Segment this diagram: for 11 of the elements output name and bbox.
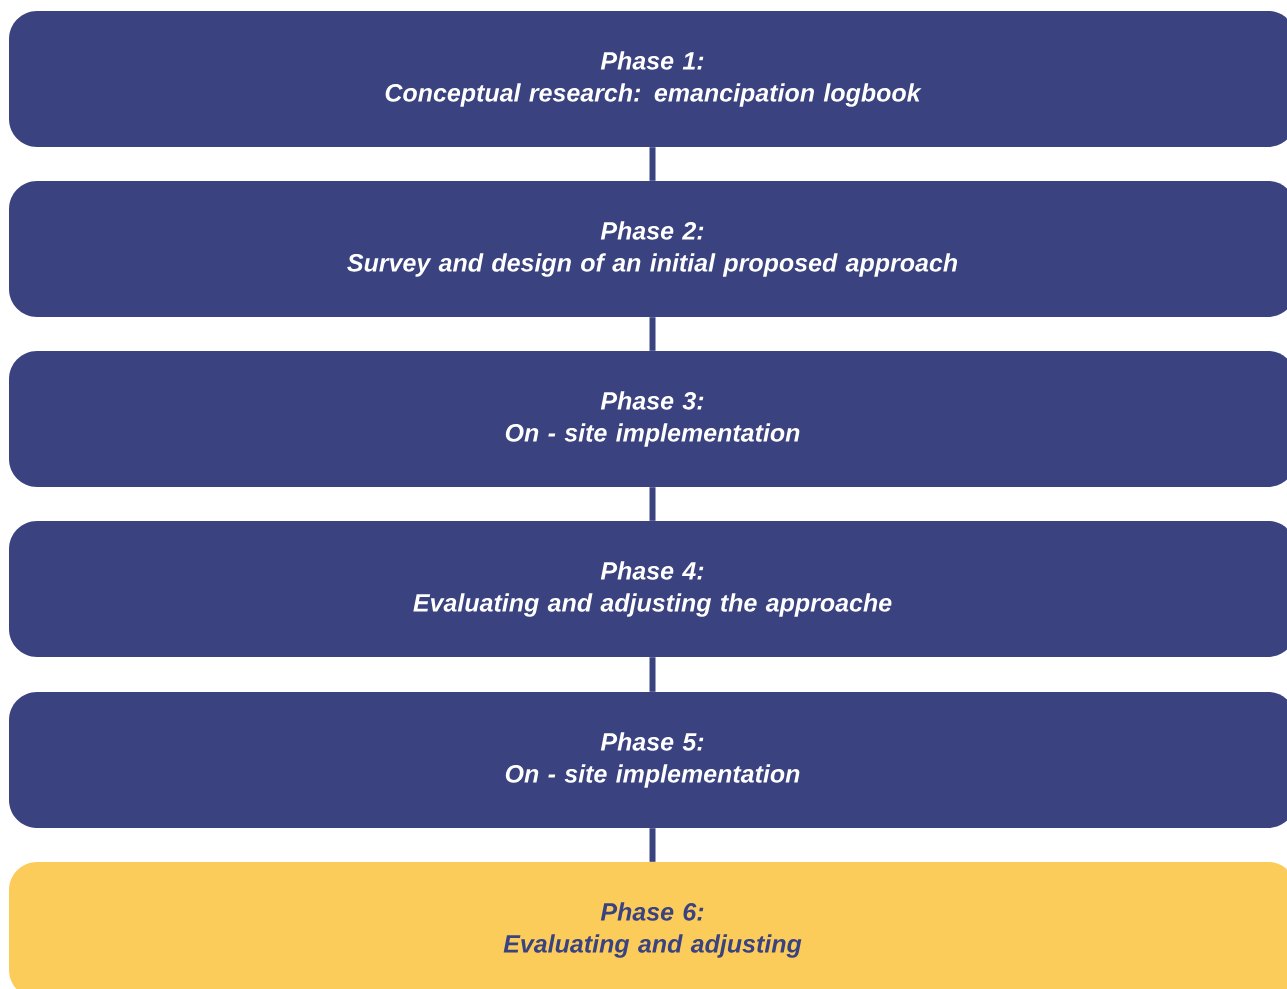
phase-box: Phase 3: On - site implementation (9, 351, 1287, 487)
phase-box: Phase 6: Evaluating and adjusting (9, 862, 1287, 989)
connector-line (649, 317, 656, 351)
connector-line (649, 487, 656, 521)
connector-line (649, 828, 656, 862)
connector-line (649, 147, 656, 181)
phase-box: Phase 2: Survey and design of an initial proposed approach (9, 181, 1287, 317)
phase-box: Phase 1: Conceptual research: emancipation logbook (9, 11, 1287, 147)
connector-line (649, 657, 656, 692)
phase-box: Phase 4: Evaluating and adjusting the approache (9, 521, 1287, 657)
phase-box: Phase 5: On - site implementation (9, 692, 1287, 828)
